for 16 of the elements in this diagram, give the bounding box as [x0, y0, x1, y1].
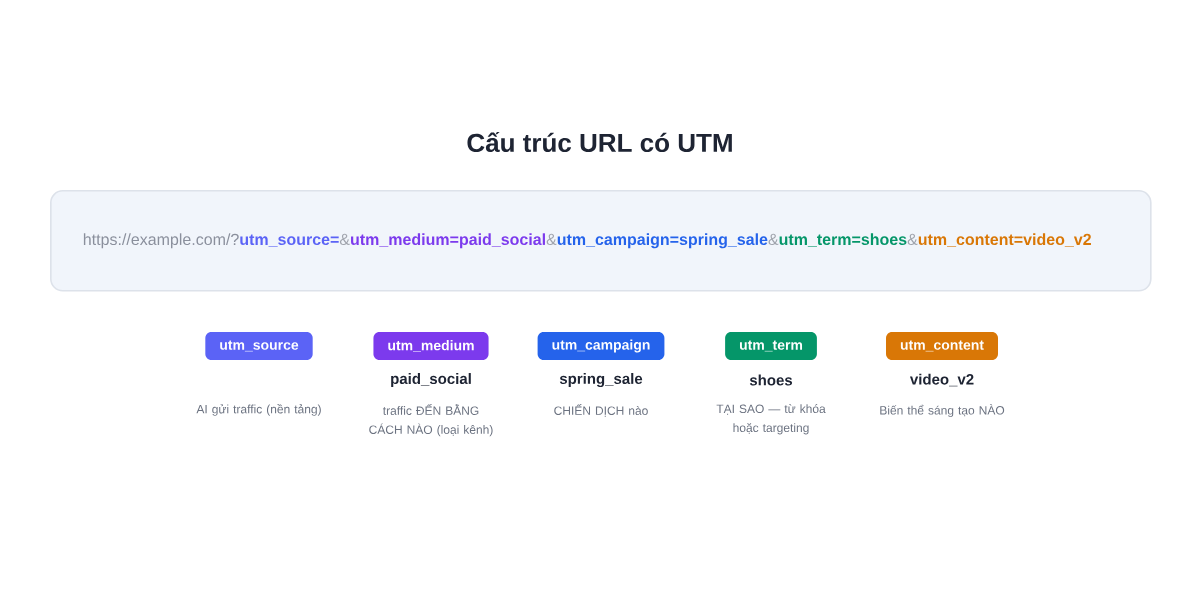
- utm-tag: utm_term: [725, 332, 817, 360]
- utm-tag: utm_medium: [373, 332, 489, 360]
- utm-tag: utm_content: [886, 332, 998, 360]
- value-text: video_v2: [909, 373, 974, 387]
- description-text: traffic ĐẾN BẰNG CÁCH NÀO (loại kênh): [369, 404, 493, 437]
- utm-tag: utm_campaign: [537, 332, 665, 360]
- title: Cấu trúc URL có UTM: [467, 131, 732, 153]
- description-text: CHIẾN DỊCH nào: [554, 404, 648, 417]
- description-text: TẠI SAO — từ khóa hoặc targeting: [716, 404, 826, 435]
- value-text: shoes: [749, 374, 793, 386]
- url-box: https://example.com/?utm_source=&utm_medium=paid_social&utm_campaign=spring_sale&utm_term=shoes&utm_content=video_v2: [50, 190, 1152, 292]
- description-text: Biến thể sáng tạo NÀO: [880, 404, 1005, 417]
- description-text: AI gửi traffic (nền tảng): [196, 404, 321, 416]
- utm-tag: utm_source: [205, 332, 313, 360]
- value-text: spring_sale: [559, 373, 643, 387]
- value-text: paid_social: [391, 373, 471, 387]
